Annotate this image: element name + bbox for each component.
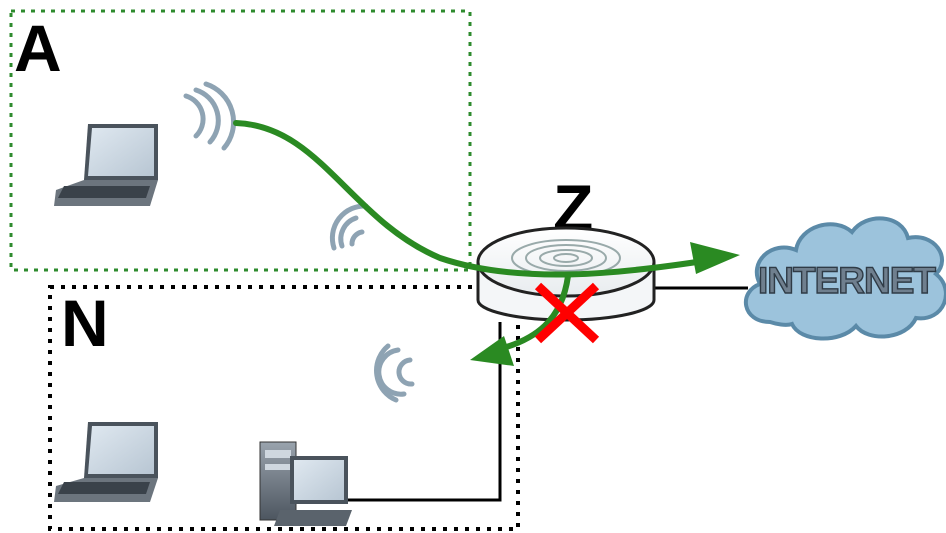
laptop-icon [54,124,158,206]
arrow-icon [470,336,514,366]
internet-cloud-icon: INTERNET [743,216,946,341]
wireless-signal-icon [374,343,415,403]
zone-n-boundary [48,285,520,531]
wired-link-desktop-router [348,322,502,502]
zone-n-label: N [61,286,109,360]
block-x-icon [534,282,600,344]
wireless-signal-icon [329,203,369,251]
arrow-icon [690,242,740,274]
zone-a-label: A [14,11,62,85]
laptop-icon [54,422,158,502]
allowed-traffic-path [233,120,713,278]
desktop-computer-icon [259,441,352,526]
internet-label: INTERNET [758,260,936,301]
blocked-traffic-path [493,273,571,353]
wireless-signal-icon [183,81,237,151]
zone-a-boundary [9,9,472,272]
